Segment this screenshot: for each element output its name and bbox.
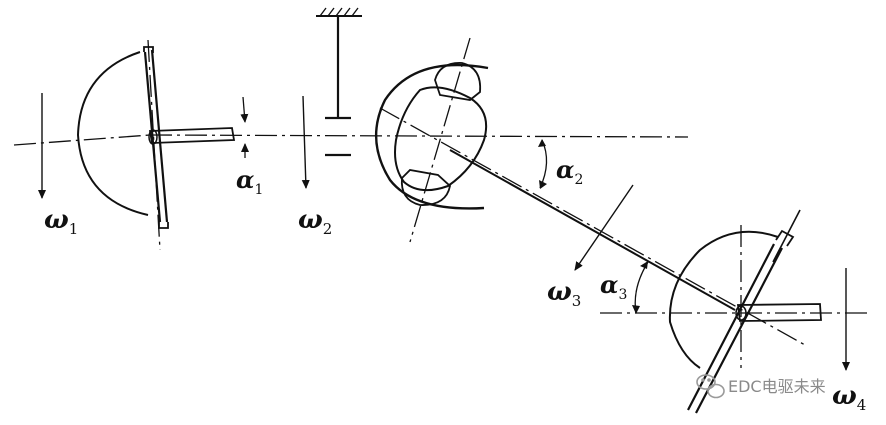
label-alpha1: α1 [236, 165, 263, 198]
shaft-axis-middle [149, 134, 689, 138]
left-yoke [76, 46, 236, 229]
alpha3-marker [632, 261, 649, 314]
label-omega2: ω2 [298, 205, 332, 238]
omega3-arrow [574, 184, 634, 271]
middle-yoke-axis [409, 37, 471, 243]
alpha2-marker [538, 139, 548, 189]
middle-joint [375, 62, 489, 210]
label-alpha2: α2 [556, 155, 583, 188]
label-omega3: ω3 [547, 277, 581, 310]
intermediate-shaft [449, 149, 736, 311]
shaft-axis-left [13, 134, 151, 146]
alpha1-marker [240, 96, 249, 158]
label-omega1: ω1 [44, 205, 78, 238]
label-omega4: ω4 [832, 381, 866, 414]
centerlines [13, 37, 872, 368]
wechat-icon [696, 374, 725, 399]
watermark-text: EDC电驱未来 [728, 377, 826, 396]
omega2-arrow [301, 95, 310, 189]
ground-support [316, 7, 362, 157]
watermark: EDC电驱未来 [696, 374, 826, 399]
inclined-joint-axis [379, 107, 806, 346]
label-alpha3: α3 [600, 270, 627, 303]
